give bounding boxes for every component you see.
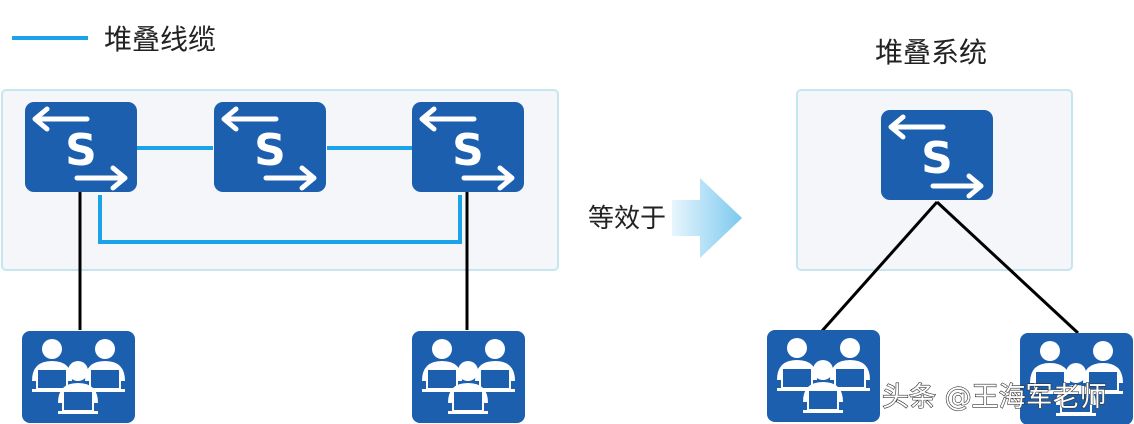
watermark: 头条 @王海军老师 (882, 382, 1107, 413)
legend-label: 堆叠线缆 (104, 23, 216, 56)
stack-cables (98, 146, 462, 244)
users-icon (767, 330, 880, 422)
switch-2: S (214, 102, 326, 192)
access-links-right (820, 200, 1080, 335)
switch-letter: S (452, 125, 484, 176)
stacked-switch: S (881, 110, 993, 200)
equivalent-label: 等效于 (588, 204, 666, 234)
switch-1: S (25, 102, 137, 192)
users-icon (412, 331, 525, 423)
switch-letter: S (921, 133, 953, 184)
stack-system-title: 堆叠系统 (875, 36, 987, 69)
access-links-left (78, 192, 469, 330)
switch-3: S (412, 102, 524, 192)
users-icon (22, 331, 135, 423)
right-arrow-icon (672, 178, 742, 258)
switch-letter: S (254, 125, 286, 176)
switch-letter: S (65, 125, 97, 176)
